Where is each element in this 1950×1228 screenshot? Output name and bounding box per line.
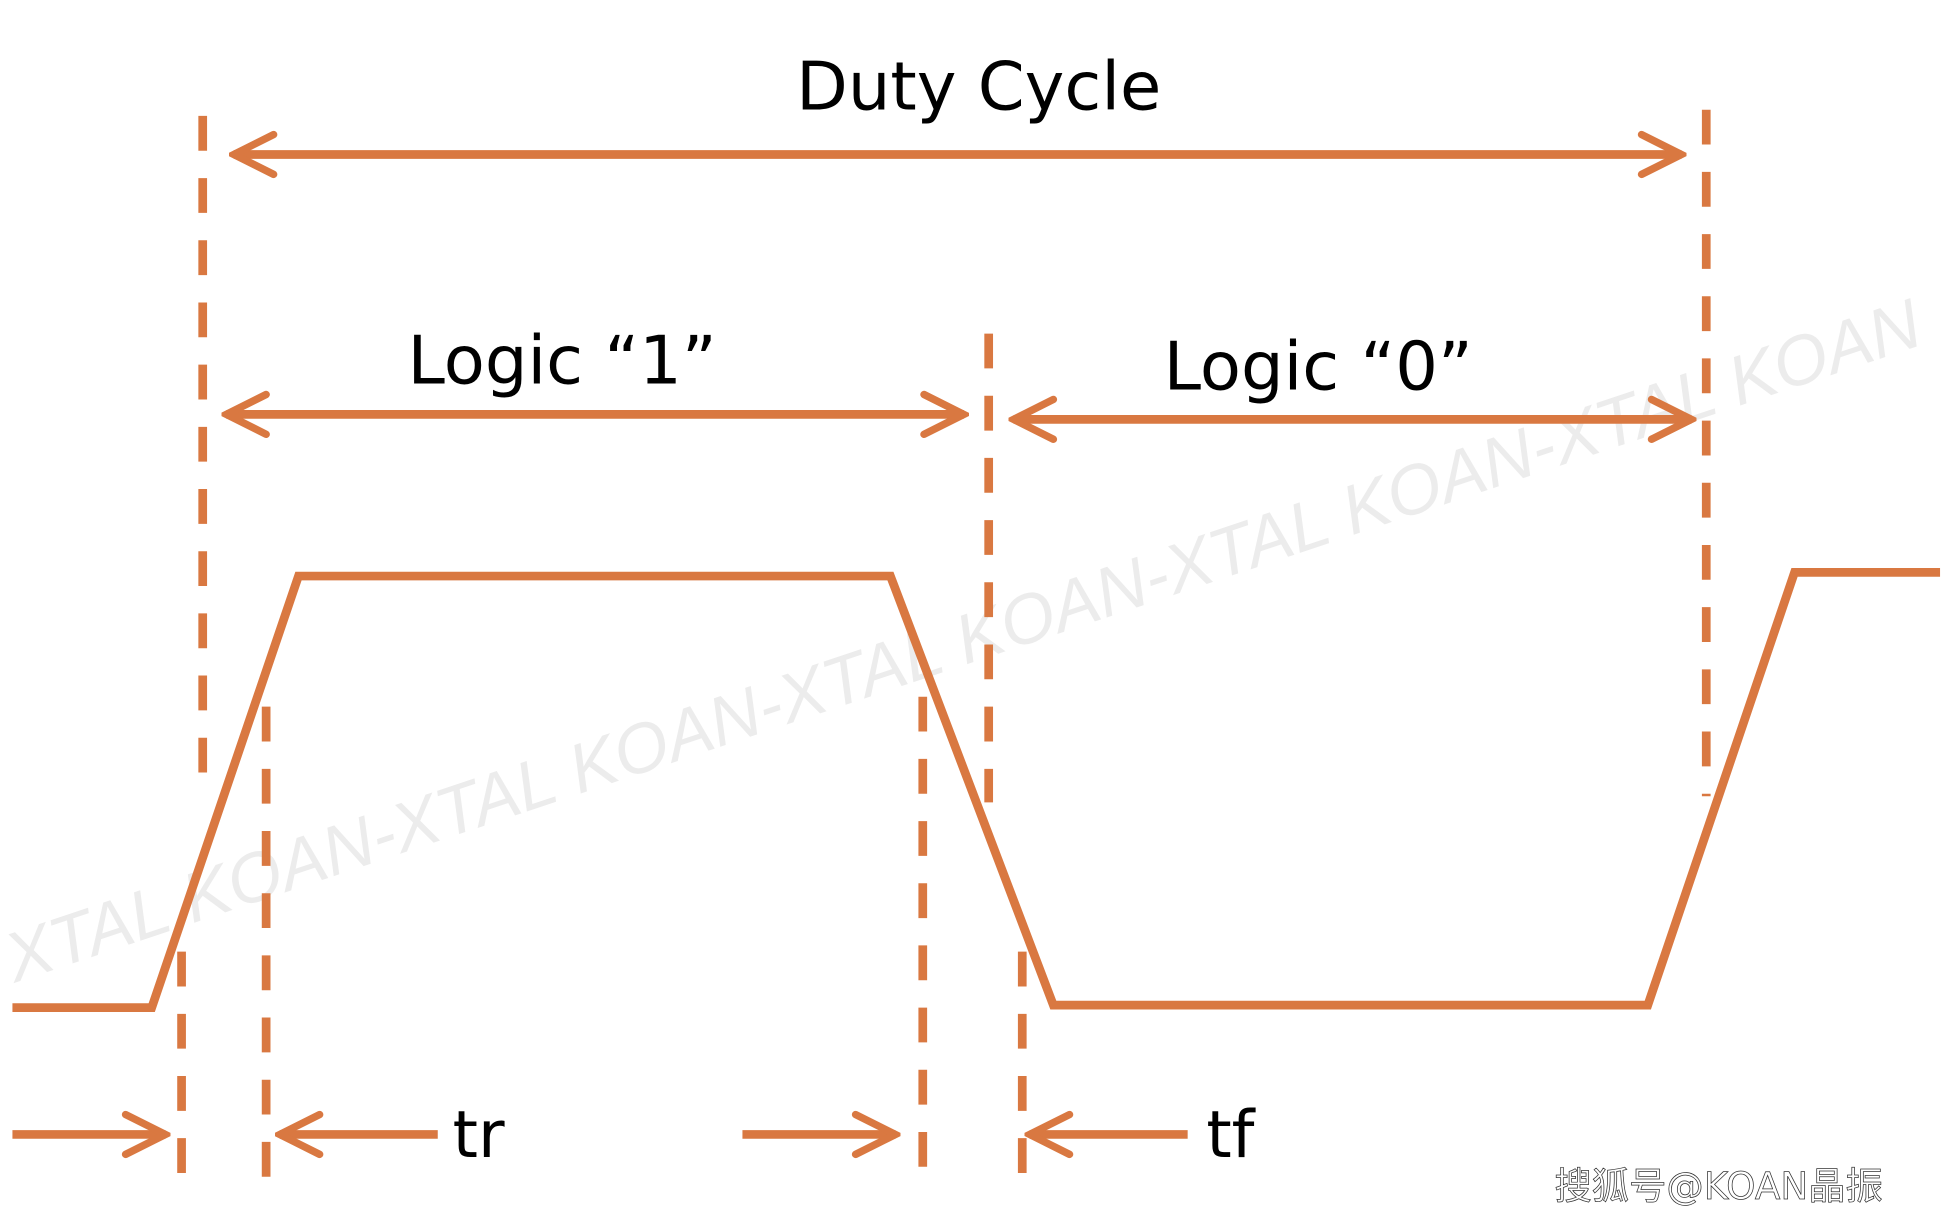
watermark: XTAL KOAN-XTAL KOAN-XTAL KOAN-XTAL KOAN-… <box>0 284 1931 998</box>
waveform <box>12 567 1941 1012</box>
fall-time-label: tf <box>1206 1098 1255 1173</box>
duty-cycle-title: Duty Cycle <box>796 48 1161 126</box>
logic-one-label: Logic “1” <box>408 321 717 399</box>
rise-time-label: tr <box>453 1098 505 1173</box>
source-credit: 搜狐号@KOAN晶振 <box>1555 1164 1883 1208</box>
dashed-guides <box>177 109 1711 1192</box>
logic-zero-label: Logic “0” <box>1164 328 1473 406</box>
arrows <box>12 154 1691 1134</box>
